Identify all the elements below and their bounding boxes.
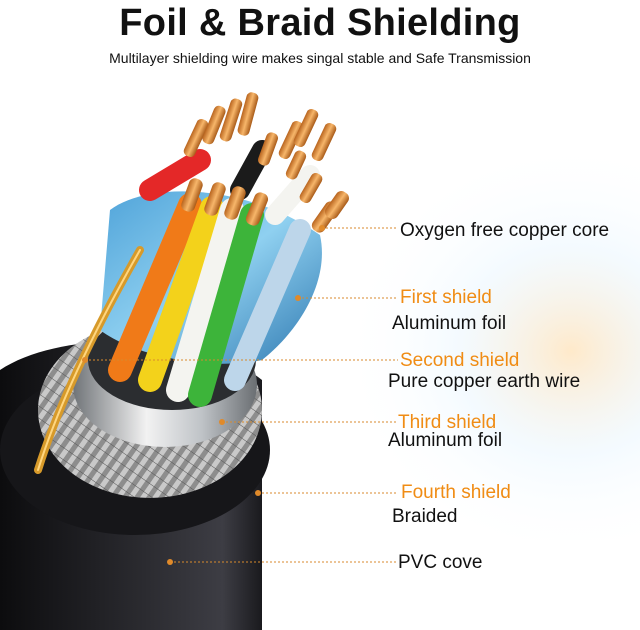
copper-strands [181,92,349,233]
label-first-shield: First shield [400,287,492,308]
label-second-shield: Second shield [400,350,520,371]
label-third-desc: Aluminum foil [388,430,503,451]
label-fourth-shield: Fourth shield [401,482,511,503]
label-first-desc: Aluminum foil [392,313,507,334]
label-pvc: PVC cove [398,552,483,573]
leader-lines [85,227,398,563]
page-subtitle: Multilayer shielding wire makes singal s… [109,50,531,66]
page-title: Foil & Braid Shielding [119,2,521,44]
label-third-shield: Third shield [398,412,497,433]
leader-dots [82,225,325,565]
label-fourth-desc: Braided [392,506,458,527]
label-copper-core: Oxygen free copper core [400,220,610,241]
label-second-desc: Pure copper earth wire [388,371,581,392]
